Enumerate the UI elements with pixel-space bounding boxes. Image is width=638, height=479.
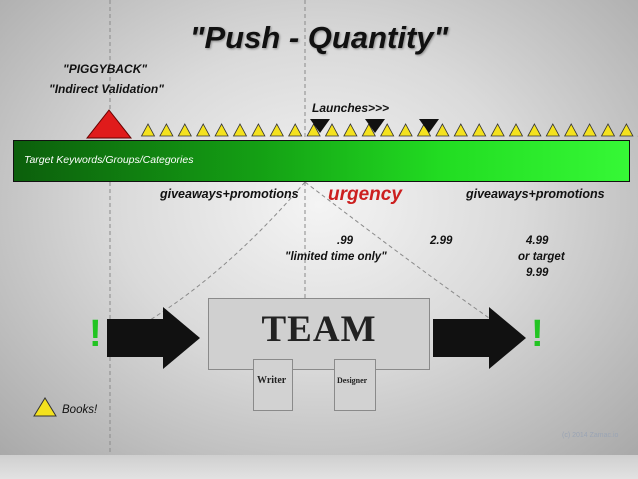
book-triangle — [177, 123, 192, 137]
book-triangle — [251, 123, 266, 137]
urgency-label: urgency — [328, 184, 402, 205]
price-499: 4.99 — [526, 235, 549, 247]
book-triangle — [582, 123, 597, 137]
price-999: 9.99 — [526, 267, 549, 279]
price-99: .99 — [337, 235, 353, 247]
slide-title: "Push - Quantity" — [189, 20, 449, 55]
legend-book-triangle — [33, 397, 57, 417]
book-triangle — [490, 123, 505, 137]
designer-label: Designer — [337, 376, 368, 385]
funnel-curve-left — [149, 181, 306, 321]
book-triangle-row — [140, 123, 638, 137]
funnel-curve-right — [304, 181, 493, 321]
designer-box — [334, 359, 376, 411]
launches-label: Launches>>> — [312, 101, 390, 115]
indirect-validation-label: "Indirect Validation" — [49, 82, 164, 96]
diagram-graphics — [33, 0, 638, 455]
book-triangle — [545, 123, 560, 137]
bottom-strip — [0, 455, 638, 479]
book-triangle — [214, 123, 229, 137]
book-triangle — [564, 123, 579, 137]
book-triangle — [140, 123, 156, 137]
target-keywords-label: Target Keywords/Groups/Categories — [24, 154, 194, 166]
book-triangle — [361, 123, 376, 137]
exclamation-right: ! — [531, 313, 544, 355]
copyright-label: (c) 2014 Zamac.io — [562, 432, 619, 439]
book-triangle — [435, 123, 450, 137]
launch-marker — [419, 119, 439, 133]
right-arrow — [433, 307, 526, 369]
book-triangle — [380, 123, 395, 137]
book-triangle — [196, 123, 211, 137]
launch-marker — [310, 119, 330, 133]
giveaways-right-label: giveaways+promotions — [466, 187, 605, 201]
book-triangle — [600, 123, 616, 137]
giveaways-left-label: giveaways+promotions — [160, 187, 299, 201]
book-triangle — [306, 123, 321, 137]
book-triangle — [159, 123, 174, 137]
writer-box — [253, 359, 293, 411]
book-triangle — [324, 123, 340, 137]
slide: "Push - Quantity" "PIGGYBACK" "Indirect … — [0, 0, 638, 455]
target-keywords-bar — [13, 140, 630, 182]
team-label: TEAM — [261, 309, 377, 350]
limited-time-label: "limited time only" — [285, 251, 387, 263]
left-arrow — [107, 307, 200, 369]
book-triangle — [527, 123, 542, 137]
team-box — [208, 298, 430, 370]
price-299: 2.99 — [430, 235, 453, 247]
book-triangle — [288, 123, 303, 137]
book-triangle — [453, 123, 468, 137]
or-target-label: or target — [518, 251, 565, 263]
book-triangle — [472, 123, 487, 137]
book-triangle — [398, 123, 413, 137]
piggyback-label: "PIGGYBACK" — [63, 62, 148, 76]
book-triangle — [508, 123, 524, 137]
book-triangle — [343, 123, 358, 137]
book-triangle — [269, 123, 284, 137]
writer-label: Writer — [257, 375, 287, 386]
piggyback-triangle — [85, 109, 133, 139]
book-triangle — [232, 123, 248, 137]
exclamation-left: ! — [89, 313, 102, 355]
legend-books-label: Books! — [62, 404, 98, 416]
launch-marker — [365, 119, 385, 133]
book-triangle — [619, 123, 634, 137]
